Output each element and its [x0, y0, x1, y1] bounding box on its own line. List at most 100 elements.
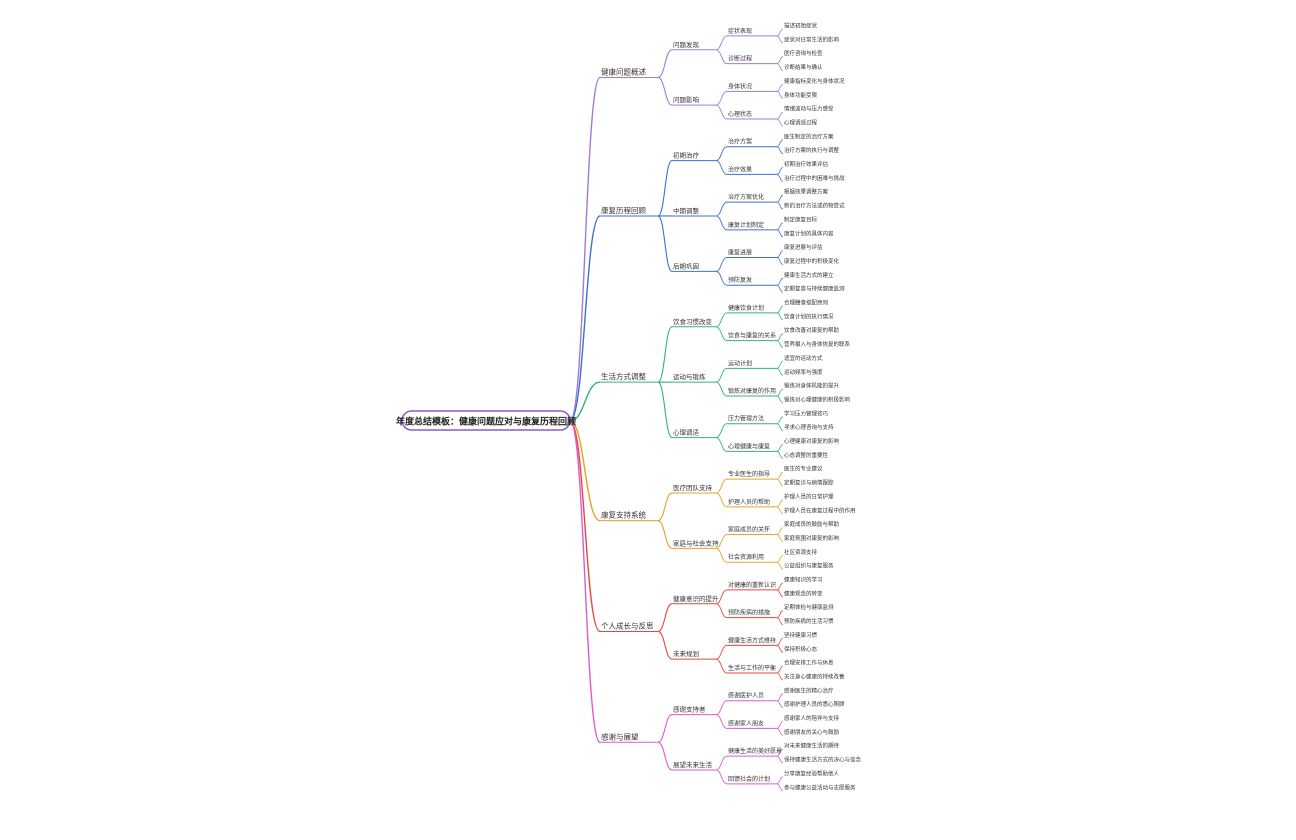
- subtopic[interactable]: 中期调整: [673, 206, 700, 215]
- leaf-item[interactable]: 定期复诊与病情跟踪: [784, 479, 834, 487]
- subtopic[interactable]: 初期治疗: [673, 151, 700, 160]
- group-topic[interactable]: 康复进展: [728, 249, 752, 257]
- root-node[interactable]: 年度总结模板：健康问题应对与康复历程回顾: [396, 410, 576, 431]
- leaf-item[interactable]: 健康生活方式的建立: [784, 271, 834, 279]
- leaf-item[interactable]: 康复计划的具体内容: [784, 229, 834, 237]
- leaf-item[interactable]: 健康知识的学习: [784, 576, 823, 584]
- group-topic[interactable]: 心理状态: [728, 110, 752, 118]
- branch-1[interactable]: 健康问题概述: [601, 66, 646, 76]
- leaf-item[interactable]: 定期复查与持续健康监测: [784, 285, 845, 293]
- group-topic[interactable]: 饮食与康复的关系: [728, 332, 776, 340]
- group-topic[interactable]: 健康饮食计划: [728, 304, 764, 312]
- branch-5[interactable]: 个人成长与反思: [601, 620, 654, 630]
- leaf-item[interactable]: 心态调整的重要性: [784, 451, 829, 459]
- branch-4[interactable]: 康复支持系统: [601, 510, 646, 520]
- group-topic[interactable]: 健康生活的美好愿景: [728, 747, 782, 755]
- leaf-item[interactable]: 诊断结果与确认: [784, 63, 823, 71]
- group-topic[interactable]: 锻炼对康复的作用: [728, 387, 776, 395]
- leaf-item[interactable]: 保持健康生活方式的决心与信念: [784, 756, 862, 764]
- subtopic[interactable]: 问题影响: [673, 95, 700, 104]
- subtopic[interactable]: 展望未来生活: [673, 760, 713, 769]
- branch-6[interactable]: 感谢与展望: [601, 731, 639, 741]
- leaf-item[interactable]: 公益组织与康复服务: [784, 562, 834, 570]
- group-topic[interactable]: 护理人员的帮助: [728, 498, 770, 506]
- leaf-item[interactable]: 锻炼对心理健康的积极影响: [784, 395, 851, 403]
- leaf-item[interactable]: 医生制定的治疗方案: [784, 132, 834, 140]
- leaf-item[interactable]: 学习压力管理技巧: [784, 409, 829, 417]
- subtopic[interactable]: 家庭与社会支持: [673, 538, 719, 547]
- subtopic[interactable]: 医疗团队支持: [673, 483, 713, 492]
- leaf-item[interactable]: 康复过程中的积极变化: [784, 257, 840, 265]
- leaf-item[interactable]: 关注身心健康的持续改善: [784, 672, 845, 680]
- leaf-item[interactable]: 感谢家人的陪伴与支持: [784, 714, 840, 722]
- group-topic[interactable]: 家庭成员的关怀: [728, 526, 770, 534]
- leaf-item[interactable]: 新的治疗方法或药物尝试: [784, 202, 845, 210]
- group-topic[interactable]: 健康生活方式维持: [728, 636, 776, 644]
- subtopic[interactable]: 后期巩固: [673, 261, 699, 270]
- group-topic[interactable]: 康复计划制定: [728, 221, 764, 229]
- leaf-item[interactable]: 制定康复目标: [784, 215, 818, 223]
- leaf-item[interactable]: 护理人员的日常护理: [784, 492, 834, 500]
- group-topic[interactable]: 治疗方案优化: [728, 193, 764, 201]
- leaf-item[interactable]: 感谢护理人员的悉心照顾: [784, 700, 845, 708]
- leaf-item[interactable]: 分享康复经验帮助他人: [784, 769, 840, 777]
- group-topic[interactable]: 治疗效果: [728, 165, 752, 173]
- leaf-item[interactable]: 感谢医生的精心治疗: [784, 686, 834, 694]
- leaf-item[interactable]: 描述初始症状: [784, 22, 818, 30]
- leaf-item[interactable]: 根据效果调整方案: [784, 188, 829, 196]
- branch-2[interactable]: 康复历程回顾: [601, 205, 646, 215]
- group-topic[interactable]: 身体状况: [728, 82, 752, 90]
- leaf-item[interactable]: 感谢朋友的关心与鼓励: [784, 728, 840, 736]
- leaf-item[interactable]: 医疗咨询与检查: [784, 49, 823, 57]
- leaf-item[interactable]: 医生的专业建议: [784, 465, 823, 473]
- leaf-item[interactable]: 护理人员在康复过程中的作用: [784, 506, 856, 514]
- leaf-item[interactable]: 寻求心理咨询与支持: [784, 423, 834, 431]
- subtopic[interactable]: 饮食习惯改变: [673, 317, 713, 326]
- group-topic[interactable]: 心理健康与康复: [728, 442, 770, 450]
- leaf-item[interactable]: 健康指标变化与身体状况: [784, 77, 845, 85]
- group-topic[interactable]: 运动计划: [728, 359, 752, 367]
- group-topic[interactable]: 症状表现: [728, 27, 752, 35]
- group-topic[interactable]: 诊断过程: [728, 55, 752, 63]
- leaf-item[interactable]: 定期体检与健康监测: [784, 603, 834, 611]
- leaf-item[interactable]: 治疗过程中的困难与挑战: [784, 174, 845, 182]
- group-topic[interactable]: 感谢医护人员: [728, 692, 764, 700]
- leaf-item[interactable]: 合理膳食搭配原则: [784, 299, 828, 307]
- group-topic[interactable]: 对健康的重新认识: [728, 581, 776, 589]
- leaf-item[interactable]: 家庭成员的鼓励与帮助: [784, 520, 840, 528]
- subtopic[interactable]: 感谢支持者: [673, 705, 706, 714]
- leaf-item[interactable]: 锻炼对身体机能的提升: [784, 382, 840, 390]
- leaf-item[interactable]: 坚持健康习惯: [784, 631, 818, 639]
- leaf-item[interactable]: 对未来健康生活的期待: [784, 742, 840, 750]
- leaf-item[interactable]: 适宜的运动方式: [784, 354, 823, 362]
- leaf-item[interactable]: 健康观念的转变: [784, 589, 823, 597]
- leaf-item[interactable]: 初期治疗效果评估: [784, 160, 829, 168]
- leaf-item[interactable]: 参与健康公益活动与志愿服务: [784, 783, 856, 791]
- leaf-item[interactable]: 保持积极心态: [784, 645, 818, 653]
- group-topic[interactable]: 压力管理方法: [728, 415, 764, 423]
- leaf-item[interactable]: 预防疾病的生活习惯: [784, 617, 834, 625]
- group-topic[interactable]: 治疗方案: [728, 138, 752, 146]
- leaf-item[interactable]: 治疗方案的执行与调整: [784, 146, 840, 154]
- group-topic[interactable]: 生活与工作的平衡: [728, 664, 776, 672]
- subtopic[interactable]: 心理调适: [673, 428, 700, 437]
- branch-3[interactable]: 生活方式调整: [601, 371, 646, 381]
- group-topic[interactable]: 预防复发: [728, 276, 752, 284]
- group-topic[interactable]: 社会资源利用: [728, 553, 764, 561]
- leaf-item[interactable]: 社区资源支持: [784, 548, 818, 556]
- group-topic[interactable]: 感谢家人朋友: [728, 719, 764, 727]
- leaf-item[interactable]: 运动频率与强度: [784, 368, 823, 376]
- subtopic[interactable]: 健康意识的提升: [673, 594, 719, 603]
- leaf-item[interactable]: 情绪波动与压力感受: [784, 105, 834, 113]
- group-topic[interactable]: 回馈社会的计划: [728, 775, 770, 783]
- leaf-item[interactable]: 心理调适过程: [784, 118, 818, 126]
- subtopic[interactable]: 问题发现: [673, 40, 700, 49]
- subtopic[interactable]: 未来规划: [673, 649, 699, 658]
- leaf-item[interactable]: 家庭氛围对康复的影响: [784, 534, 840, 542]
- subtopic[interactable]: 运动与锻炼: [673, 372, 706, 381]
- group-topic[interactable]: 预防疾病的措施: [728, 609, 770, 617]
- leaf-item[interactable]: 身体功能受限: [784, 91, 818, 99]
- leaf-item[interactable]: 心理健康对康复的影响: [784, 437, 840, 445]
- leaf-item[interactable]: 饮食计划的执行情况: [784, 312, 834, 320]
- leaf-item[interactable]: 康复进展与评估: [784, 243, 823, 251]
